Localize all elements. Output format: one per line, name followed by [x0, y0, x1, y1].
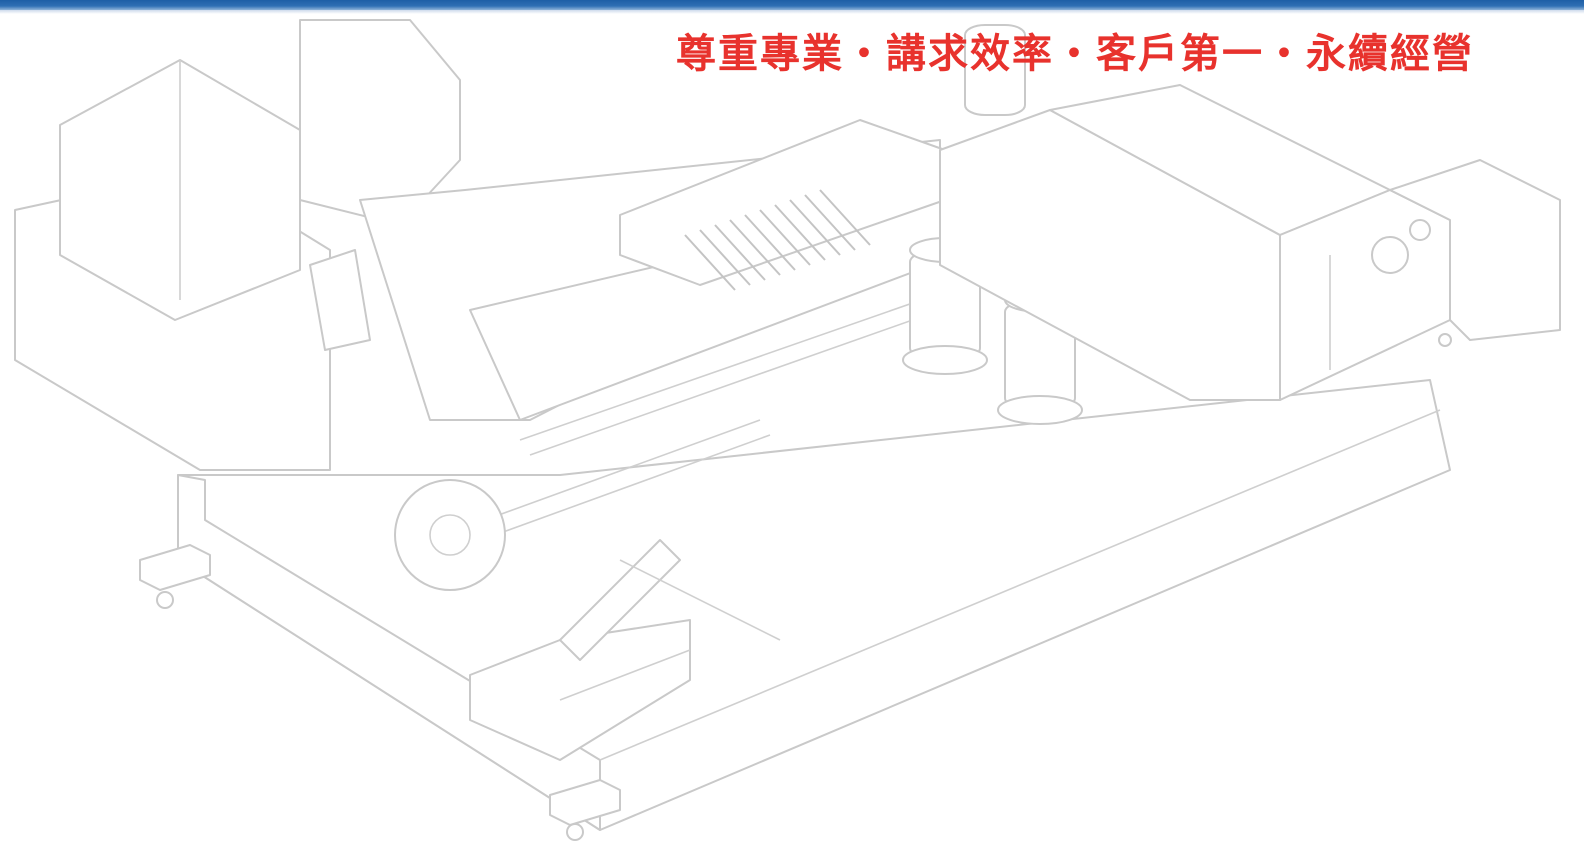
slogan-text: 尊重專業・講求效率・客戶第一・永續經營 [676, 31, 1474, 77]
top-blue-bar [0, 0, 1584, 14]
